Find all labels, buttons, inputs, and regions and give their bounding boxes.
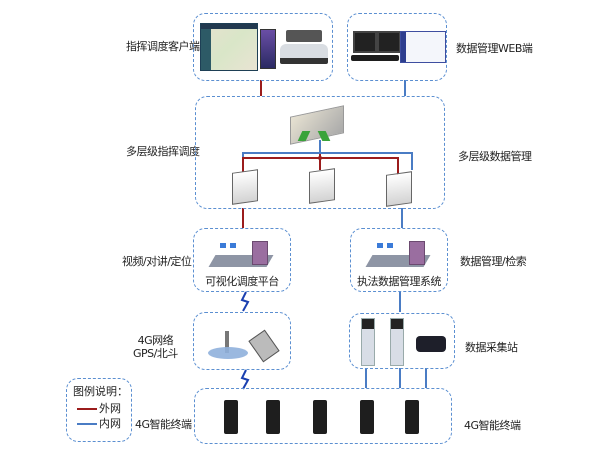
law-system-group: 执法数据管理系统 bbox=[350, 228, 448, 292]
collection-station-group bbox=[349, 313, 455, 369]
body-camera-icon bbox=[313, 400, 327, 434]
web-group bbox=[347, 13, 447, 81]
legend-box: 图例说明： 外网 内网 bbox=[66, 378, 132, 442]
desktop-pc-image bbox=[351, 29, 401, 65]
label-data-search: 数据管理/检索 bbox=[460, 255, 527, 268]
wireless-icon bbox=[240, 369, 250, 390]
client-group bbox=[193, 13, 333, 81]
legend-title: 图例说明： bbox=[73, 385, 128, 398]
body-camera-icon bbox=[360, 400, 374, 434]
label-terminal-right: 4G智能终端 bbox=[464, 419, 521, 432]
legend-outer-line bbox=[77, 408, 97, 410]
label-multi-command: 多层级指挥调度 bbox=[126, 145, 200, 158]
network-platform-icon bbox=[208, 239, 274, 269]
network-group bbox=[193, 312, 291, 370]
body-camera-icon bbox=[224, 400, 238, 434]
label-client: 指挥调度客户端 bbox=[126, 40, 200, 53]
visual-dispatch-label: 可视化调度平台 bbox=[205, 275, 279, 288]
terminal-group bbox=[194, 388, 452, 444]
visual-dispatch-group: 可视化调度平台 bbox=[193, 228, 291, 292]
cell-tower-icon bbox=[208, 325, 248, 361]
web-ui-image bbox=[400, 31, 446, 63]
label-video: 视频/对讲/定位 bbox=[122, 255, 192, 268]
mobile-app-image bbox=[260, 29, 276, 69]
body-camera-icon bbox=[405, 400, 419, 434]
wireless-icon bbox=[240, 291, 250, 312]
legend-outer-label: 外网 bbox=[99, 402, 121, 415]
law-system-label: 执法数据管理系统 bbox=[357, 275, 442, 288]
map-software-image bbox=[200, 23, 258, 71]
body-camera-icon bbox=[266, 400, 280, 434]
label-collection: 数据采集站 bbox=[465, 341, 518, 354]
label-web: 数据管理WEB端 bbox=[456, 42, 533, 55]
legend-inner-line bbox=[77, 423, 97, 425]
kiosk-icon bbox=[361, 318, 375, 366]
server-icon bbox=[309, 168, 335, 204]
legend-inner-label: 内网 bbox=[99, 417, 121, 430]
satellite-icon bbox=[248, 329, 280, 363]
label-multi-data: 多层级数据管理 bbox=[458, 150, 532, 163]
command-desk-image bbox=[280, 28, 328, 68]
dock-station-icon bbox=[416, 336, 446, 352]
server-icon bbox=[386, 171, 412, 207]
label-terminal-left: 4G智能终端 bbox=[135, 418, 192, 431]
network-platform-icon bbox=[365, 239, 431, 269]
server-icon bbox=[232, 169, 258, 205]
label-network: 4G网络 GPS/北斗 bbox=[133, 334, 178, 360]
label-network-line1: 4G网络 bbox=[137, 334, 174, 347]
kiosk-icon bbox=[390, 318, 404, 366]
label-network-line2: GPS/北斗 bbox=[133, 347, 178, 360]
building-icon bbox=[286, 101, 346, 145]
multi-level-group bbox=[195, 96, 445, 209]
